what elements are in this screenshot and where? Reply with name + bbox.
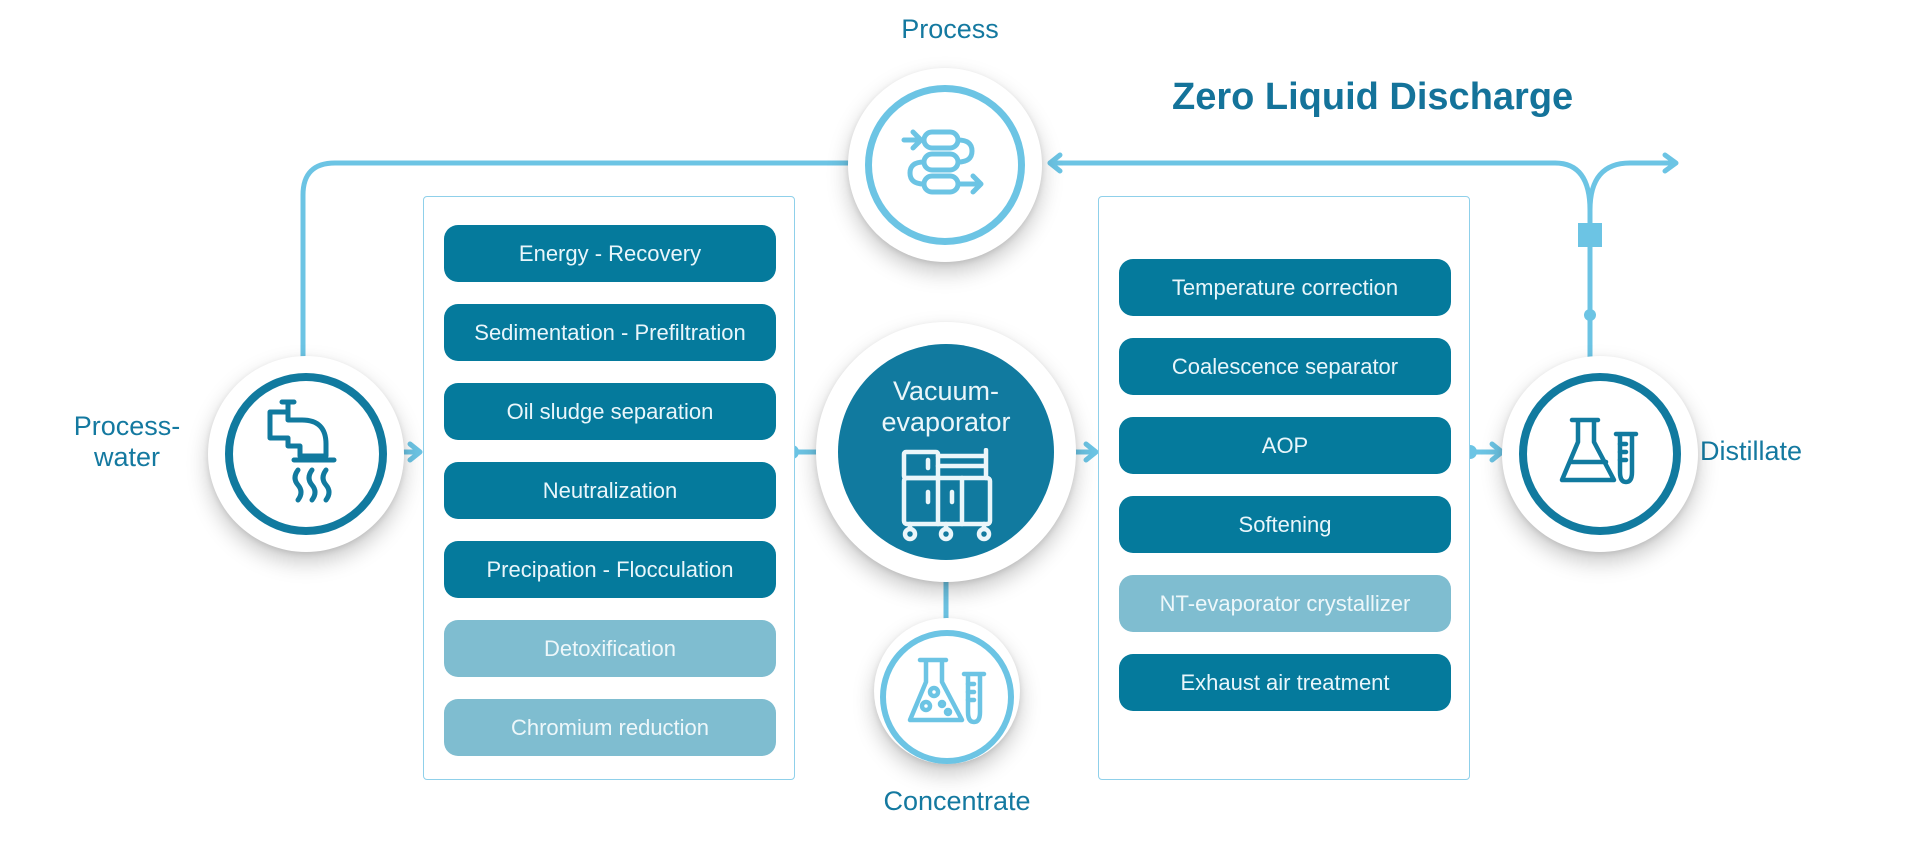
arrow-head-outlet: [1662, 152, 1679, 174]
faucet-icon: [267, 399, 337, 503]
process-water-node: [208, 356, 404, 552]
concentrate-ring: [880, 630, 1014, 764]
pretreatment-panel: Energy - Recovery Sedimentation - Prefil…: [423, 196, 795, 780]
arrow-head-pretreatment: [407, 441, 423, 463]
process-node: [848, 68, 1042, 262]
process-water-label: Process- water: [52, 411, 202, 473]
valve-square: [1578, 223, 1602, 247]
arrow-head-process-in: [1047, 152, 1063, 174]
pretreatment-step-optional: Chromium reduction: [444, 699, 776, 756]
posttreatment-step: AOP: [1119, 417, 1451, 474]
pretreatment-step-optional: Detoxification: [444, 620, 776, 677]
process-water-label-line1: Process-: [73, 411, 181, 441]
pretreatment-step: Neutralization: [444, 462, 776, 519]
posttreatment-step: Coalescence separator: [1119, 338, 1451, 395]
pipe-process-to-water: [300, 160, 883, 371]
concentrate-node: [874, 618, 1020, 764]
evaporator-icon: [901, 448, 993, 542]
arrow-head-posttreatment: [1083, 441, 1099, 463]
distillate-node: [1502, 356, 1698, 552]
posttreatment-step: Temperature correction: [1119, 259, 1451, 316]
vacuum-evaporator-label-line1: Vacuum-: [892, 376, 1000, 406]
pipe-branch-outlet: [1587, 160, 1678, 213]
distillate-ring: [1519, 373, 1681, 535]
vacuum-evaporator-label-line2: evaporator: [881, 407, 1011, 438]
lab-flask-icon: [1559, 417, 1639, 485]
pretreatment-step: Precipation - Flocculation: [444, 541, 776, 598]
pretreatment-step: Sedimentation - Prefiltration: [444, 304, 776, 361]
junction-dot-distillate-line: [1584, 309, 1596, 321]
posttreatment-step: Softening: [1119, 496, 1451, 553]
pretreatment-step: Energy - Recovery: [444, 225, 776, 282]
process-label: Process: [901, 14, 999, 44]
vacuum-evaporator-label: Vacuum- evaporator: [856, 376, 1036, 438]
concentrate-label: Concentrate: [883, 786, 1031, 816]
distillate-label: Distillate: [1700, 436, 1803, 466]
vacuum-evaporator-node: Vacuum- evaporator: [816, 322, 1076, 582]
posttreatment-panel: Temperature correction Coalescence separ…: [1098, 196, 1470, 780]
pretreatment-step: Oil sludge separation: [444, 383, 776, 440]
posttreatment-step-optional: NT-evaporator crystallizer: [1119, 575, 1451, 632]
posttreatment-step: Exhaust air treatment: [1119, 654, 1451, 711]
lab-flask-icon: [907, 657, 987, 725]
process-flow-icon: [901, 129, 984, 195]
process-water-ring: [225, 373, 387, 535]
diagram-title: Zero Liquid Discharge: [1172, 76, 1574, 118]
process-ring: [865, 85, 1025, 245]
process-water-label-line2: water: [93, 442, 161, 473]
